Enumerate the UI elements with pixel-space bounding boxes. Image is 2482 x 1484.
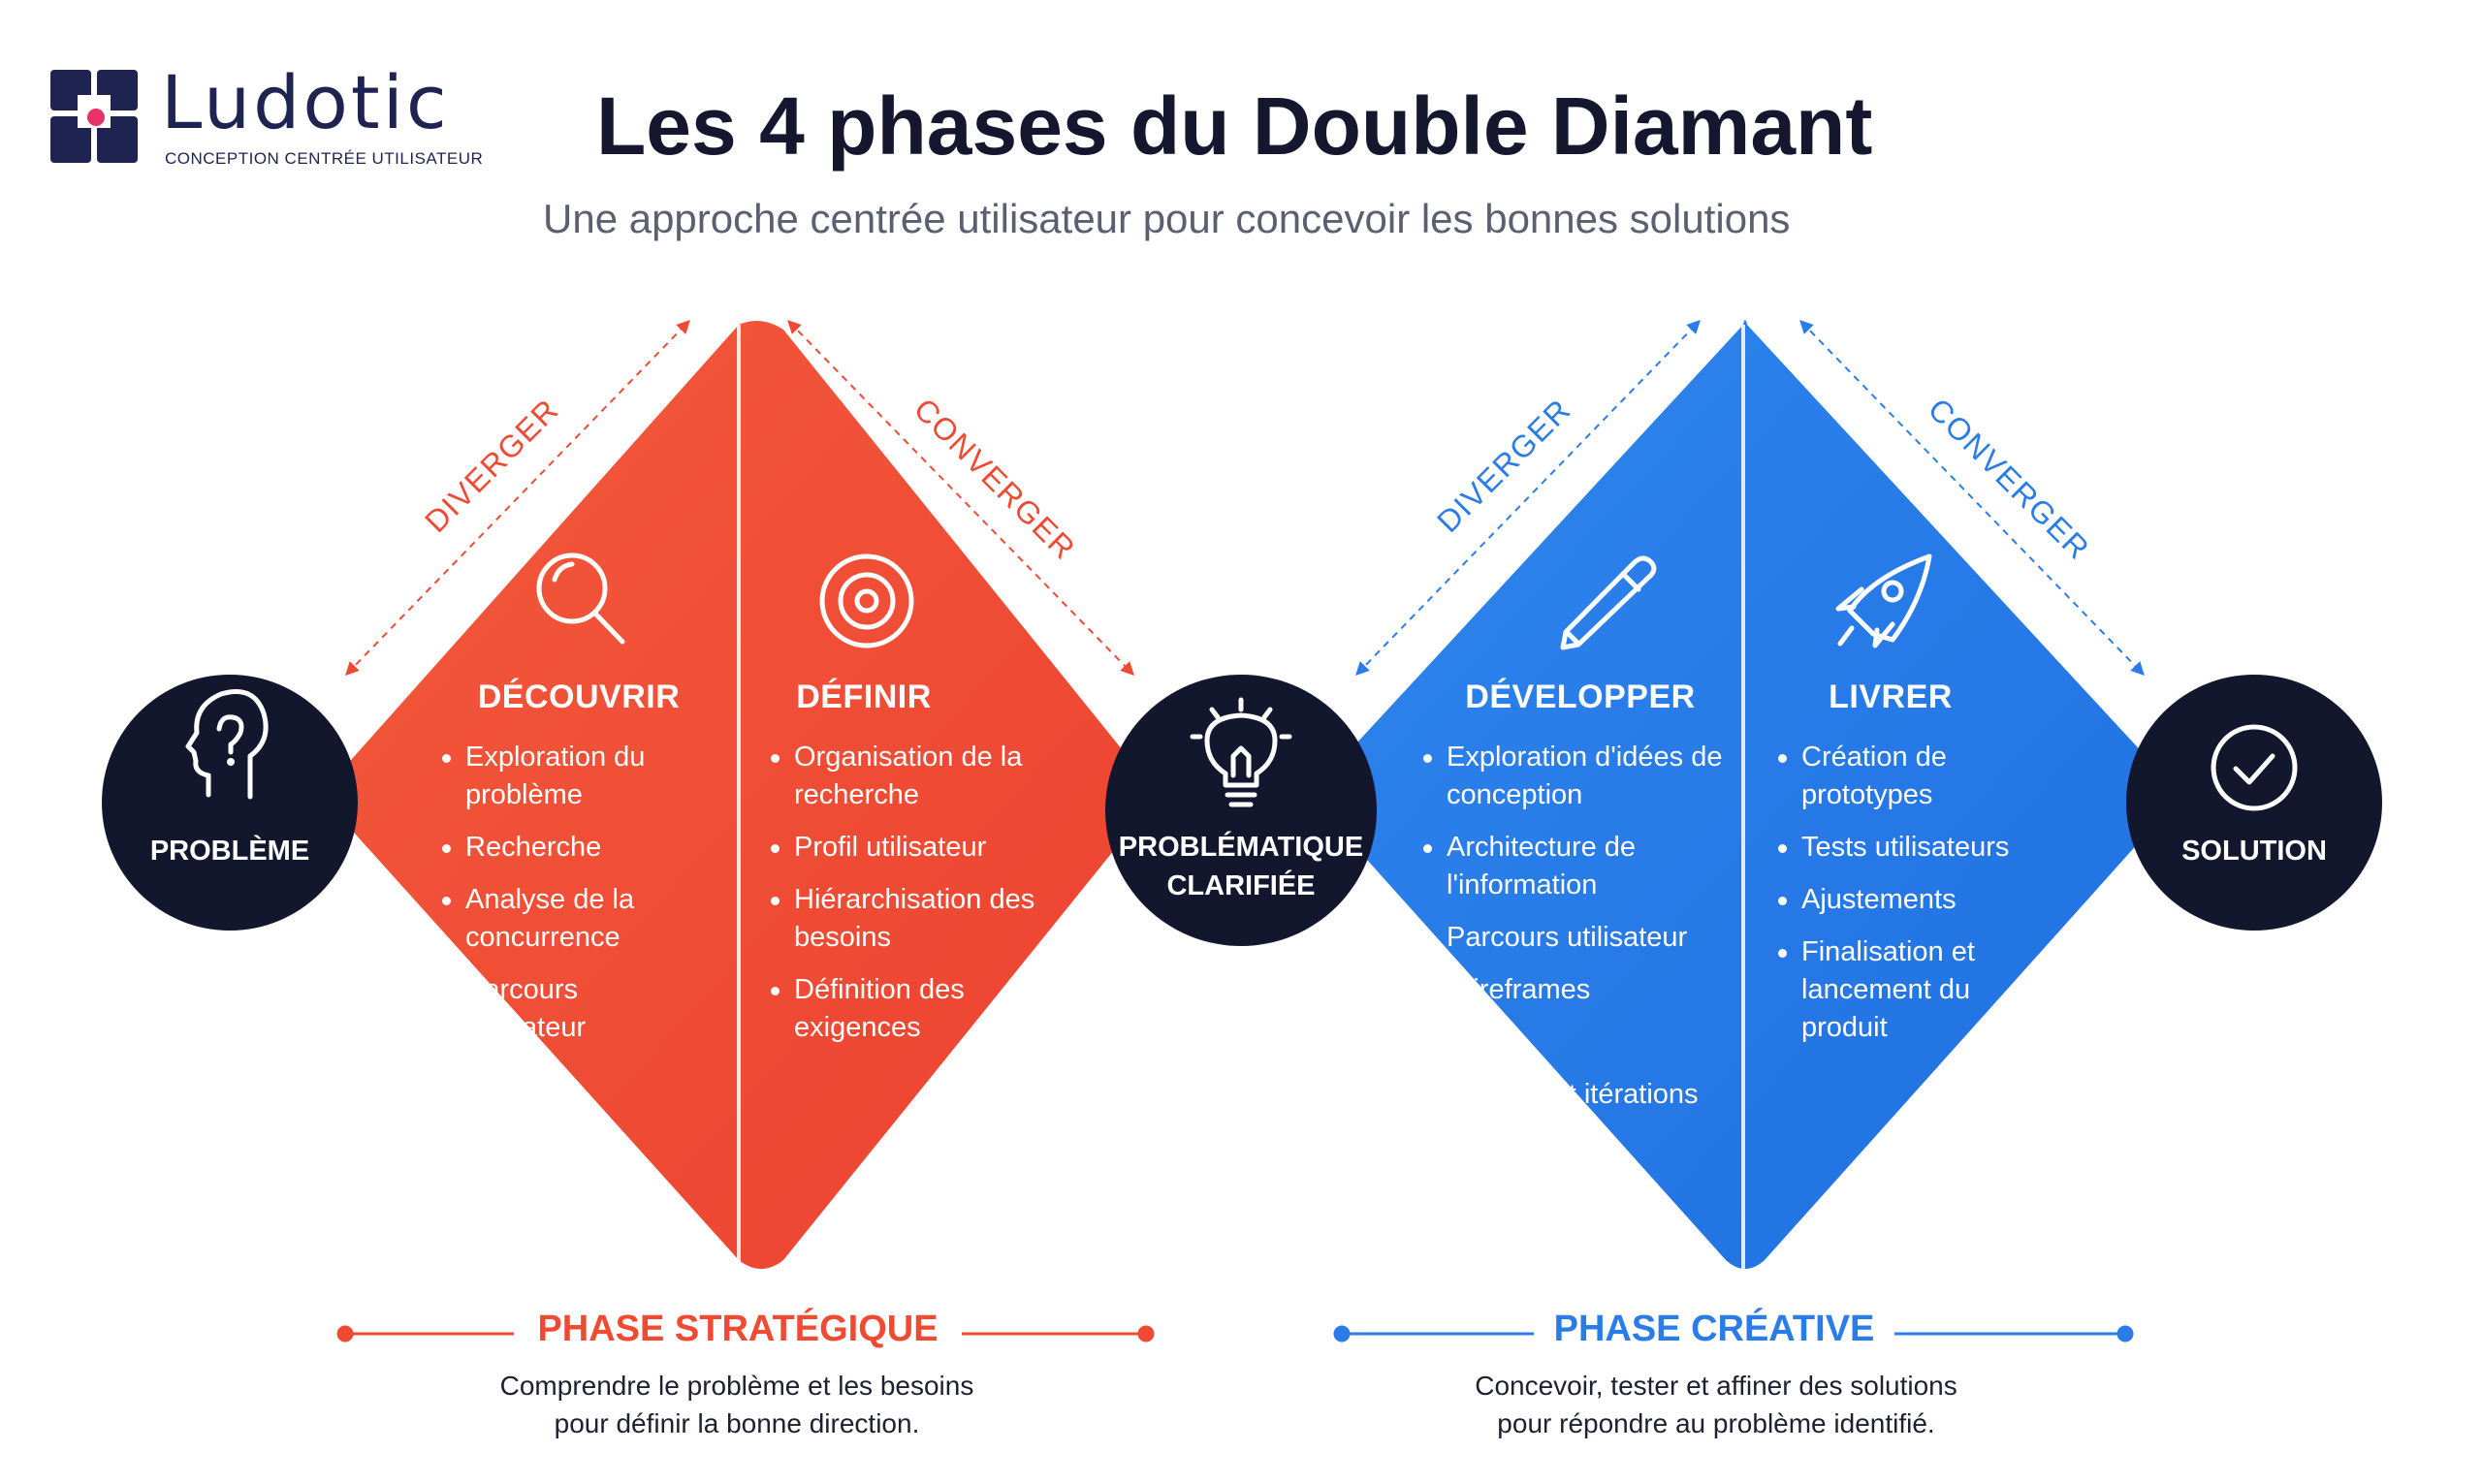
strategic-desc-line1: Comprendre le problème et les besoins — [499, 1371, 974, 1401]
lightbulb-icon — [1190, 697, 1292, 807]
list-item: Exploration du problème — [442, 739, 684, 814]
logo-mark-icon — [50, 70, 138, 163]
strategic-desc-line2: pour définir la bonne direction. — [554, 1408, 920, 1438]
clarified-label-line1: PROBLÉMATIQUE — [1118, 832, 1364, 863]
list-item: Analyse de la concurrence — [442, 881, 684, 957]
discover-list: Exploration du problème Recherche Analys… — [442, 739, 684, 1061]
problem-label: PROBLÈME — [149, 836, 310, 867]
page-title: Les 4 phases du Double Diamant — [596, 80, 1873, 172]
logo-name: Ludotic — [161, 59, 450, 145]
list-item: Hiérarchisation des besoins — [771, 881, 1062, 957]
list-item: Recherche — [442, 829, 684, 867]
list-item: Parcours utilisateur — [442, 971, 684, 1047]
list-item: Définition des exigences — [771, 971, 1062, 1047]
head-question-icon — [185, 689, 269, 800]
logo-tagline: CONCEPTION CENTRÉE UTILISATEUR — [165, 149, 484, 168]
creative-phase-description: Concevoir, tester et affiner des solutio… — [1396, 1367, 2036, 1442]
magnifier-icon — [536, 553, 625, 645]
target-icon — [819, 553, 914, 648]
pencil-icon — [1560, 555, 1657, 650]
list-item: Tests utilisateurs — [1778, 829, 2059, 867]
creative-desc-line2: pour répondre au problème identifié. — [1497, 1408, 1935, 1438]
list-item: Parcours utilisateur — [1423, 919, 1724, 957]
creative-desc-line1: Concevoir, tester et affiner des solutio… — [1475, 1371, 1957, 1401]
creative-phase-title: PHASE CRÉATIVE — [1553, 1309, 1875, 1349]
red-converge-arrow — [787, 319, 1134, 677]
strategic-phase-description: Comprendre le problème et les besoins po… — [427, 1367, 1047, 1442]
list-item: Ajustements — [1778, 881, 2059, 919]
clarified-label: PROBLÉMATIQUE CLARIFIÉE — [1105, 828, 1377, 905]
red-diverge-arrow — [345, 319, 690, 677]
rocket-icon — [1835, 553, 1932, 648]
phase-title-deliver: LIVRER — [1829, 679, 1953, 715]
list-item: Retours et itérations — [1423, 1076, 1724, 1114]
page-subtitle: Une approche centrée utilisateur pour co… — [543, 196, 1791, 241]
phase-title-develop: DÉVELOPPER — [1465, 679, 1696, 715]
check-circle-icon — [2211, 724, 2298, 811]
blue-diverge-arrow — [1355, 319, 1701, 677]
list-item: Profil utilisateur — [771, 829, 1062, 867]
list-item: Tests — [1423, 1024, 1724, 1061]
list-item: Architecture de l'information — [1423, 829, 1724, 904]
clarified-node — [1105, 675, 1377, 946]
develop-list: Exploration d'idées de conception Archit… — [1423, 739, 1724, 1128]
phase-title-define: DÉFINIR — [796, 679, 932, 715]
list-item: Organisation de la recherche — [771, 739, 1062, 814]
list-item: Exploration d'idées de conception — [1423, 739, 1724, 814]
define-list: Organisation de la recherche Profil util… — [771, 739, 1062, 1061]
list-item: Wireframes — [1423, 971, 1724, 1009]
clarified-label-line2: CLARIFIÉE — [1166, 870, 1316, 901]
strategic-section-line — [336, 1325, 1155, 1342]
problem-node — [102, 675, 358, 931]
list-item: Création de prototypes — [1778, 739, 2059, 814]
blue-converge-arrow — [1799, 319, 2145, 677]
solution-node — [2126, 675, 2382, 931]
creative-section-line — [1333, 1325, 2134, 1342]
phase-title-discover: DÉCOUVRIR — [477, 679, 681, 715]
list-item: Finalisation et lancement du produit — [1778, 933, 2059, 1047]
deliver-list: Création de prototypes Tests utilisateur… — [1778, 739, 2059, 1061]
strategic-phase-title: PHASE STRATÉGIQUE — [537, 1309, 939, 1349]
solution-label: SOLUTION — [2181, 836, 2327, 867]
